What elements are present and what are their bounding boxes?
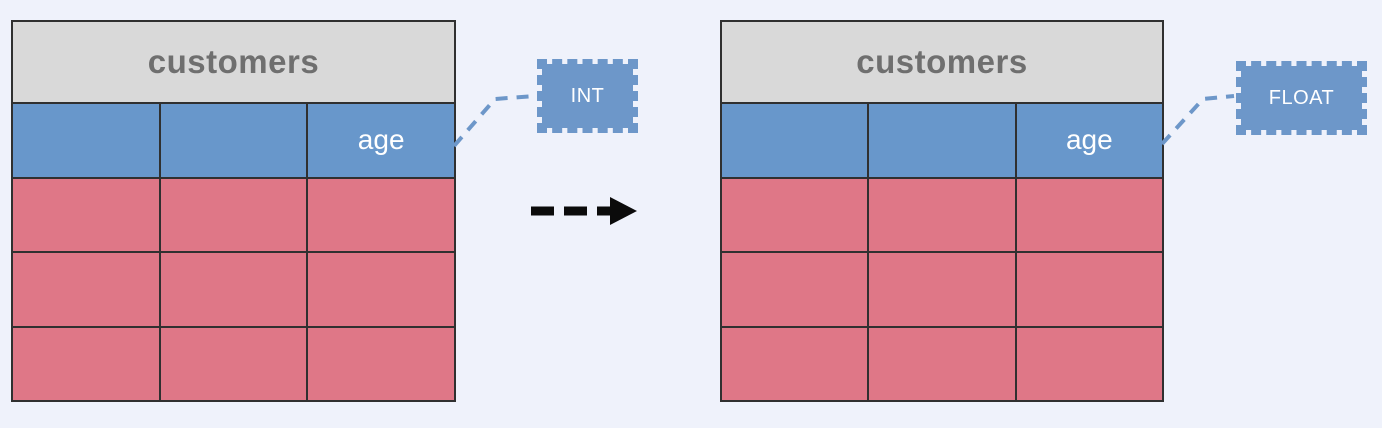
- table-title-before: customers: [13, 22, 454, 102]
- data-cell: [308, 253, 454, 326]
- data-cell: [1016, 327, 1162, 400]
- callout-connector-before: [452, 94, 536, 148]
- data-cell: [1016, 178, 1162, 251]
- type-badge-float: FLOAT: [1236, 61, 1367, 135]
- data-cell: [869, 253, 1015, 326]
- data-cell: [308, 178, 454, 251]
- table-title-after: customers: [722, 22, 1162, 102]
- transform-arrow-head: [610, 197, 637, 225]
- column-header-age-after: age: [1016, 104, 1162, 177]
- type-badge-float-label: FLOAT: [1268, 86, 1335, 109]
- table-after: customers age: [720, 20, 1164, 402]
- column-header-age-before: age: [308, 104, 454, 177]
- data-cell: [722, 327, 868, 400]
- data-cell: [722, 253, 868, 326]
- data-cell: [869, 178, 1015, 251]
- data-cell: [869, 327, 1015, 400]
- column-header-cell: [722, 104, 868, 177]
- column-header-cell: [160, 104, 307, 177]
- data-cell: [13, 253, 159, 326]
- column-header-cell: [869, 104, 1015, 177]
- data-cell: [722, 178, 868, 251]
- data-cell: [308, 327, 454, 400]
- type-badge-int: INT: [537, 59, 638, 133]
- data-cell: [160, 178, 307, 251]
- data-cell: [13, 178, 159, 251]
- callout-connector-after: [1160, 94, 1235, 146]
- data-cell: [160, 253, 307, 326]
- data-cell: [13, 327, 159, 400]
- data-cell: [160, 327, 307, 400]
- column-header-cell: [13, 104, 159, 177]
- data-cell: [1016, 253, 1162, 326]
- table-before: customers age: [11, 20, 456, 402]
- transform-arrow: [531, 197, 637, 225]
- type-badge-int-label: INT: [570, 84, 605, 107]
